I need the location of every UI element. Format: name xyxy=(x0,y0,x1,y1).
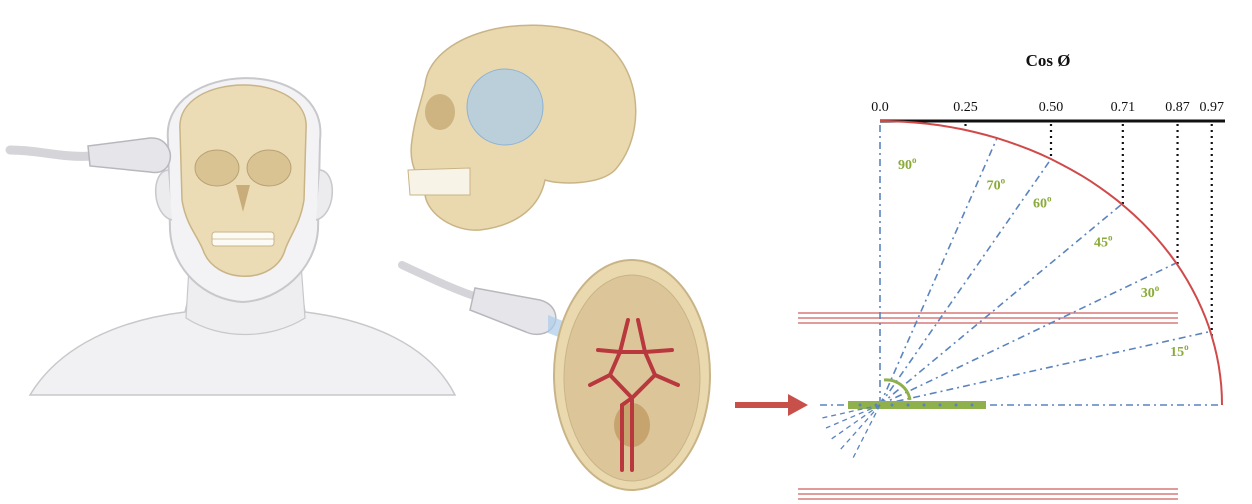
skull-base xyxy=(402,260,710,490)
angle-value: 45 xyxy=(1094,235,1108,250)
probe-mid xyxy=(470,288,556,334)
degree-mark: o xyxy=(1001,175,1006,185)
cos-angle-diagram: Cos Ø 0.0 0.25 0.50 0.71 0.87 0.97 xyxy=(798,51,1225,499)
angle-label-45: 45o xyxy=(1094,232,1113,250)
cos-label-3: 0.71 xyxy=(1111,100,1136,115)
angle-label-70: 70o xyxy=(987,175,1006,193)
probe-cable-mid xyxy=(402,265,480,298)
angle-label-90: 90o xyxy=(898,155,917,173)
skull-lateral xyxy=(408,25,636,230)
degree-mark: o xyxy=(1047,193,1052,203)
head-figure xyxy=(10,78,455,395)
maxilla-teeth xyxy=(408,168,470,195)
cos-label-1: 0.25 xyxy=(953,100,978,115)
probe-cable-left xyxy=(10,150,92,156)
angle-ray-70 xyxy=(880,138,997,405)
angle-value: 30 xyxy=(1141,286,1155,301)
angle-value: 70 xyxy=(987,178,1001,193)
angle-label-60: 60o xyxy=(1033,193,1052,211)
degree-mark: o xyxy=(1108,232,1113,242)
angle-value: 90 xyxy=(898,158,912,173)
degree-mark: o xyxy=(912,155,917,165)
eye-socket-left xyxy=(195,150,239,186)
vessel-wall-lower xyxy=(798,489,1178,499)
angle-ray-30 xyxy=(880,263,1176,405)
cos-label-2: 0.50 xyxy=(1039,100,1064,115)
degree-mark: o xyxy=(1155,283,1160,293)
cos-value-labels: 0.0 0.25 0.50 0.71 0.87 0.97 xyxy=(871,100,1224,115)
orbit xyxy=(425,94,455,130)
angle-label-15: 15o xyxy=(1170,342,1189,360)
temporal-window xyxy=(467,69,543,145)
cos-label-5: 0.97 xyxy=(1199,100,1224,115)
probe-left xyxy=(88,138,170,173)
angle-rays xyxy=(880,138,1210,405)
angle-value: 15 xyxy=(1170,345,1184,360)
angle-ray-45 xyxy=(880,204,1122,405)
angle-ray-15 xyxy=(880,331,1210,405)
angle-value: 60 xyxy=(1033,196,1047,211)
pointer-arrow xyxy=(735,394,808,416)
eye-socket-right xyxy=(247,150,291,186)
diagram-title: Cos Ø xyxy=(1026,51,1071,70)
angle-label-30: 30o xyxy=(1141,283,1160,301)
beam-fan xyxy=(822,405,880,460)
angle-ray-60 xyxy=(880,159,1051,405)
degree-mark: o xyxy=(1184,342,1189,352)
cos-label-0: 0.0 xyxy=(871,100,889,115)
cos-label-4: 0.87 xyxy=(1165,100,1190,115)
